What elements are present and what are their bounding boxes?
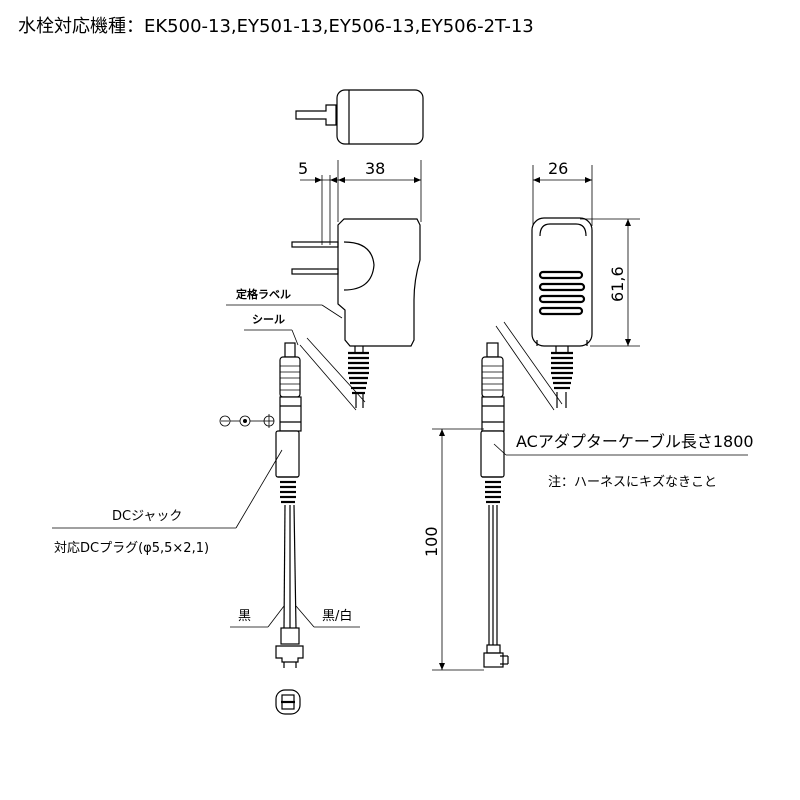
seal-text: シール: [252, 313, 285, 326]
wire-black-white-text: 黒/白: [322, 608, 352, 624]
label-leaders: 定格ラベル シール: [226, 287, 366, 411]
harness-note-text: 注：ハーネスにキズなきこと: [548, 474, 717, 490]
dc-labels: DCジャック 対応DCプラグ(φ5,5×2,1): [52, 449, 283, 556]
dim-cable-end: 100: [422, 428, 484, 671]
dim-depth-text: 38: [365, 159, 385, 178]
dim-height-text: 61,6: [608, 266, 627, 302]
left-cable-assembly: [275, 342, 304, 715]
dim-width-text: 26: [548, 159, 568, 178]
dim-prong-and-depth: 5 38: [298, 159, 422, 222]
front-strain-relief: [551, 351, 573, 390]
dc-plug-text: 対応DCプラグ(φ5,5×2,1): [54, 541, 209, 556]
wire-black-text: 黒: [238, 609, 251, 624]
dim-width: 26: [532, 159, 593, 226]
cable-length-text: ACアダプターケーブル長さ1800: [516, 432, 754, 451]
right-cable-assembly: [480, 321, 563, 668]
connector-face: [275, 689, 301, 715]
dim-height: 61,6: [580, 218, 640, 347]
side-strain-relief: [348, 351, 369, 395]
polarity-icon: [219, 414, 275, 428]
wire-labels: 黒 黒/白: [230, 605, 360, 628]
side-view: [291, 175, 421, 408]
dc-jack-text: DCジャック: [112, 509, 182, 524]
rating-label-text: 定格ラベル: [236, 287, 291, 301]
front-view: [531, 217, 593, 408]
model-title: 水栓対応機種：EK500-13,EY501-13,EY506-13,EY506-…: [18, 16, 534, 37]
dim-prong-text: 5: [298, 159, 308, 178]
dim-cable-end-text: 100: [422, 526, 441, 557]
top-view: [295, 89, 424, 145]
